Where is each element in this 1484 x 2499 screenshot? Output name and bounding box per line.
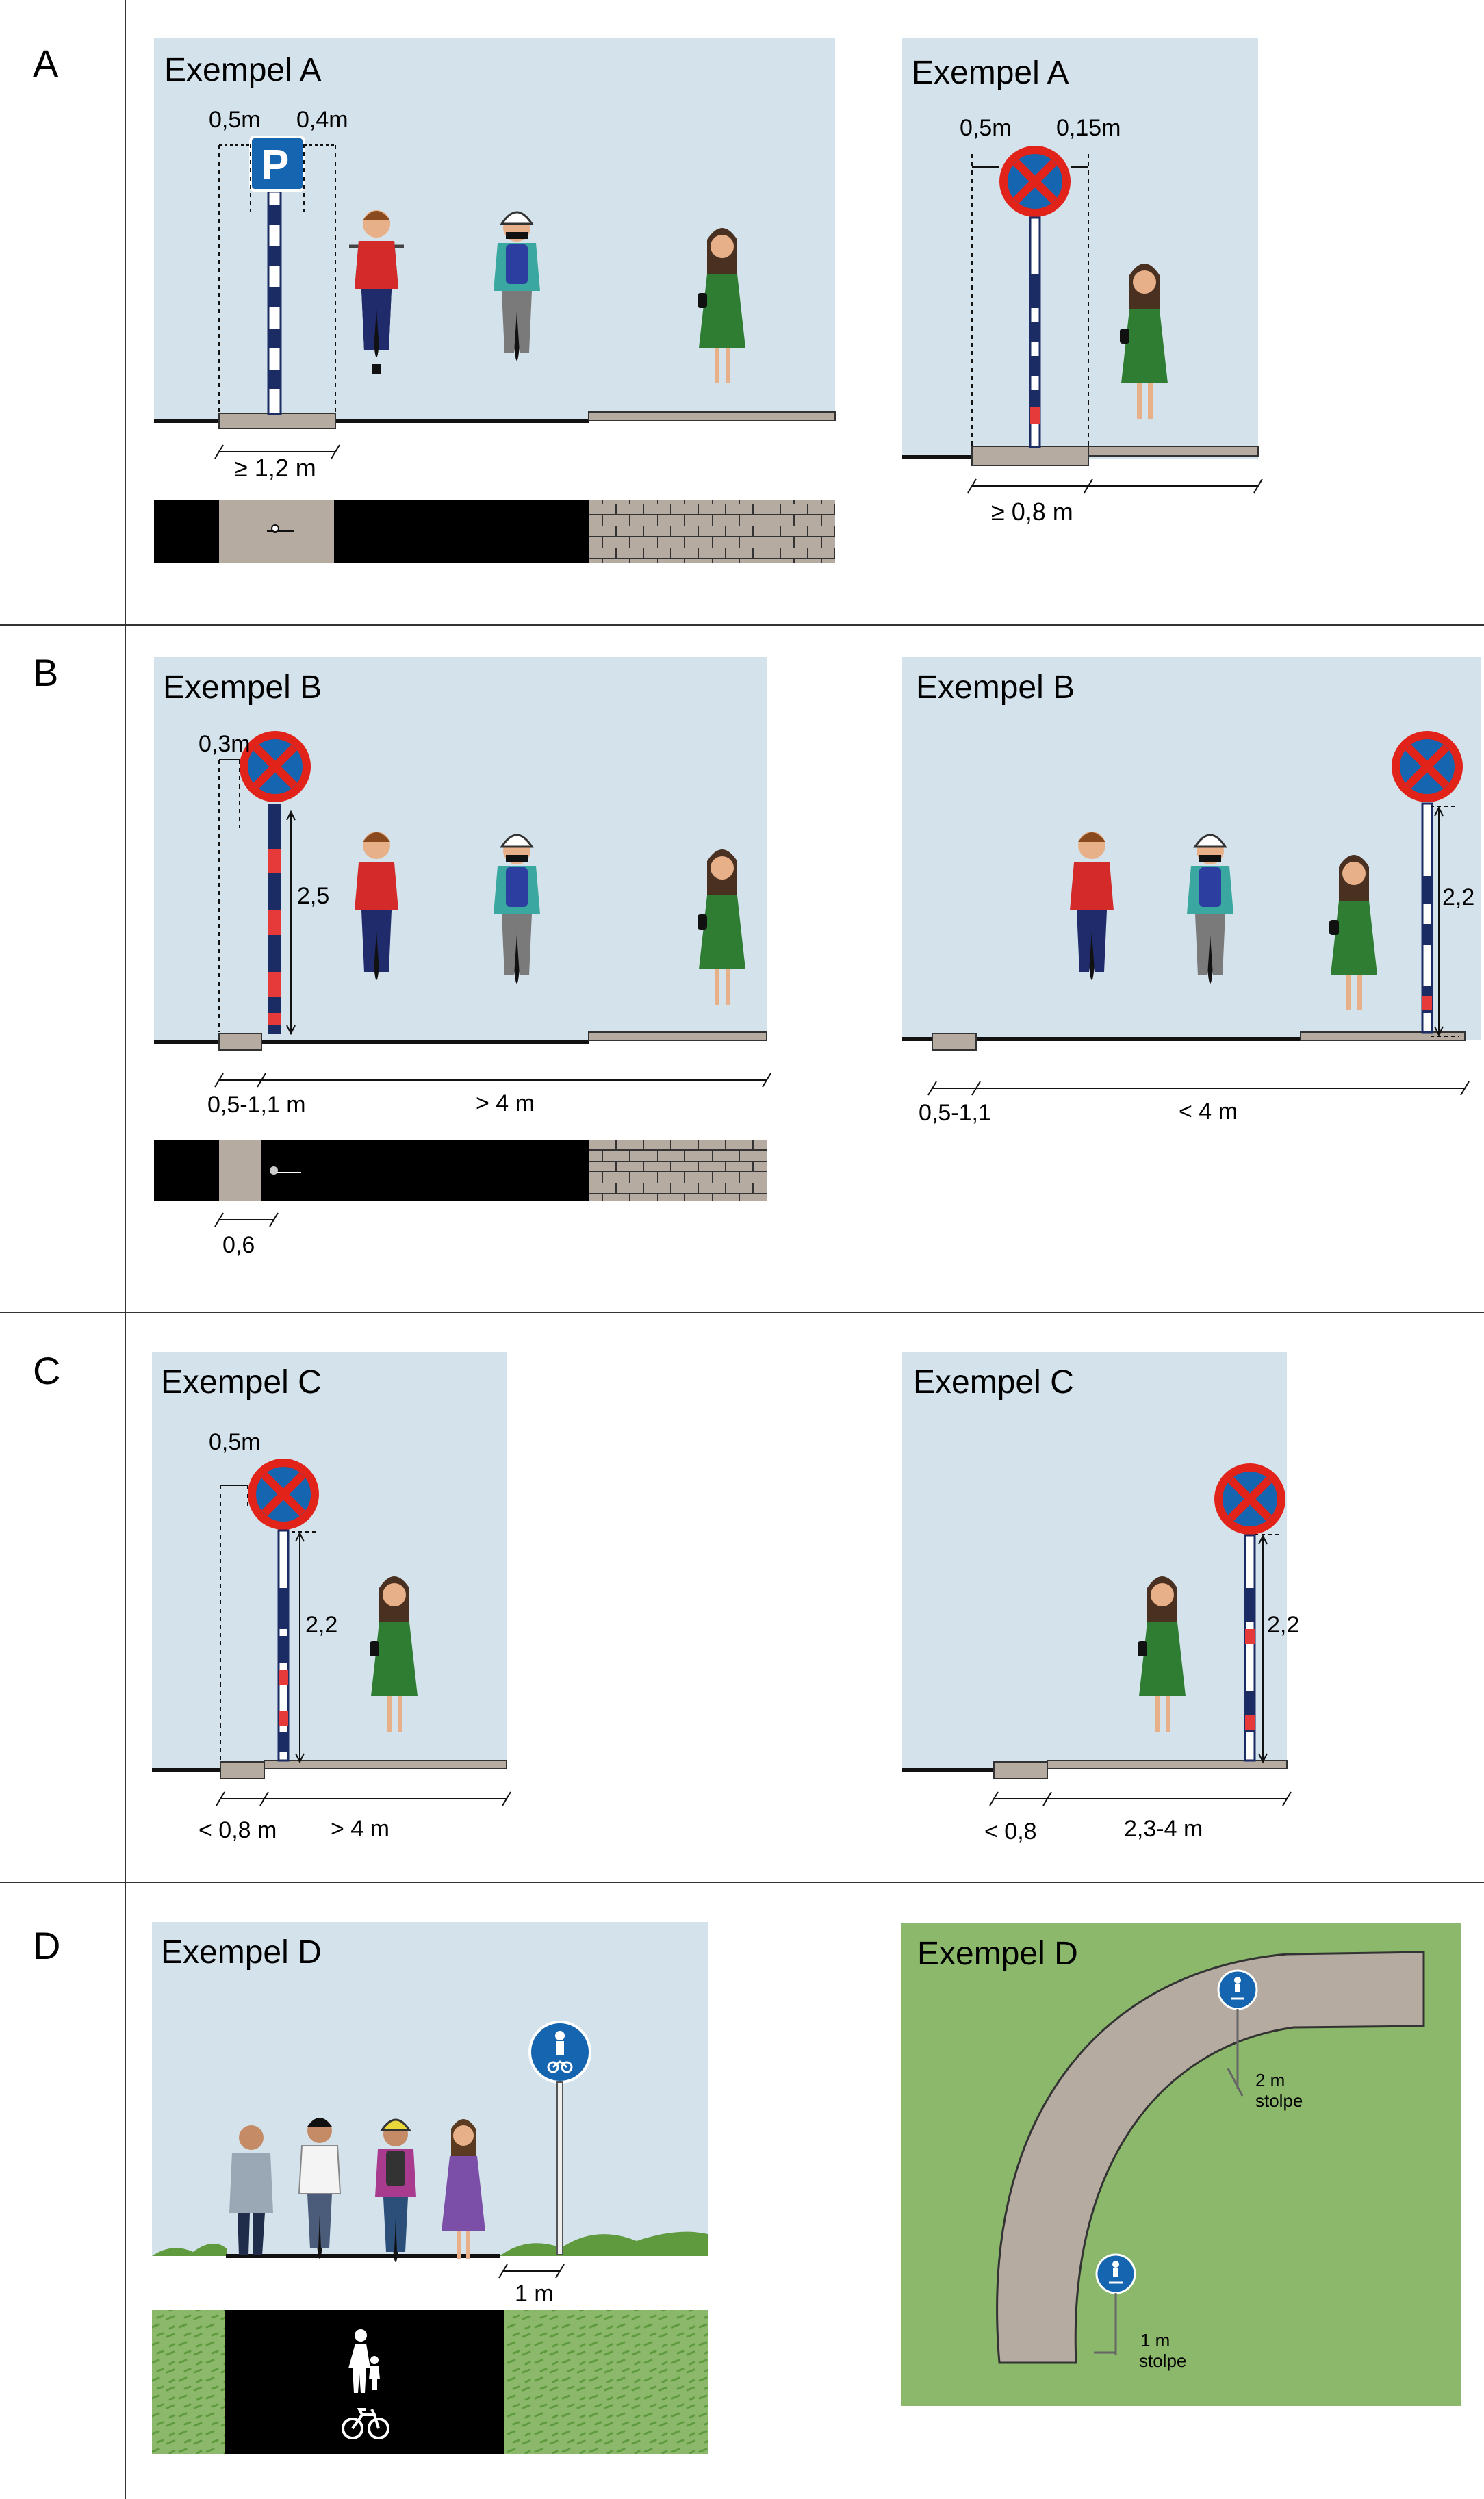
row-label-d: D [33, 1924, 60, 1967]
pole [268, 804, 281, 1034]
panel-title: Exempel B [916, 669, 1075, 706]
pedestrian-child-marking-icon [348, 2329, 380, 2393]
panel-title: Exempel C [913, 1364, 1074, 1400]
plan-view [152, 2310, 708, 2454]
panel-title: Exempel A [912, 55, 1069, 91]
pedestrian-green-dress [370, 1576, 418, 1732]
dim-offset: 0,5m [209, 1429, 261, 1455]
pedestrian-green-dress [1138, 1576, 1186, 1732]
pole [1244, 1534, 1256, 1762]
svg-text:P: P [261, 142, 289, 189]
cyclist-helmet-backpack [375, 2118, 416, 2262]
pole [277, 1529, 290, 1762]
dim-plan: 0,6 [222, 1232, 255, 1258]
cyclist-helmet-backpack [494, 834, 540, 984]
row-label-b: B [33, 651, 58, 694]
panel-b-right: Exempel B 2,2 0,5-1,1 < 4 m [902, 657, 1481, 1126]
plan-view [154, 500, 835, 563]
shared-path-sign-icon [528, 2021, 591, 2084]
no-stopping-sign-icon [248, 1459, 319, 1530]
curb [932, 1033, 977, 1051]
dim-curb: 0,5-1,1 m [207, 1092, 306, 1118]
pole [556, 2081, 563, 2255]
curb [218, 413, 336, 429]
curb [220, 1761, 265, 1779]
dim-height: 2,5 [297, 883, 329, 909]
pedestrian-green-dress [1120, 264, 1168, 419]
no-stopping-sign-icon [1392, 731, 1463, 802]
dim-left: 0,5m [960, 115, 1012, 141]
pedestrian-green-dress [698, 228, 745, 383]
shared-path-sign-icon [1217, 1969, 1258, 2010]
dim-offset: 0,3m [199, 731, 251, 757]
no-stopping-sign-icon [1214, 1463, 1285, 1535]
pedestrian-green-dress [698, 849, 745, 1005]
sidewalk [1300, 1031, 1466, 1041]
pedestrian-grey-jacket [229, 2125, 273, 2255]
curb [218, 1033, 262, 1051]
pedestrian-green-dress [1329, 855, 1377, 1010]
dim-bottom: 1 m [515, 2281, 554, 2307]
panel-c-right: Exempel C 2,2 < 0,8 2,3-4 m [902, 1352, 1299, 1845]
parking-sign-icon: P [249, 136, 305, 192]
cyclist-red-shirt [355, 832, 398, 980]
dim-bottom: ≥ 1,2 m [234, 454, 316, 482]
cyclist-red-shirt [355, 210, 398, 350]
dim-left: 0,5m [209, 107, 261, 133]
dim-road: > 4 m [476, 1090, 535, 1116]
dim-road: > 4 m [331, 1816, 389, 1842]
row-label-a: A [33, 42, 59, 85]
panel-title: Exempel D [917, 1936, 1078, 1972]
panel-a-left: Exempel A P 0,5m 0,4m ≥ 1,2 m [154, 38, 836, 563]
dim-right: 0,4m [296, 107, 348, 133]
panel-title: Exempel B [163, 669, 322, 706]
panel-a-right: Exempel A 0,5m 0,15m ≥ 0,8 m [902, 38, 1263, 526]
panel-d-left: Exempel D 1 m [152, 1922, 708, 2454]
dim-height: 2,2 [305, 1612, 337, 1638]
bicycle-marking-icon [342, 2408, 389, 2439]
panel-title: Exempel C [161, 1364, 322, 1400]
cyclist-white-shirt [298, 2118, 342, 2259]
panel-title: Exempel D [161, 1934, 322, 1971]
panel-c-left: Exempel C 0,5m 2,2 < 0,8 m > 4 m [152, 1352, 511, 1843]
dim-road: 2,3-4 m [1124, 1816, 1203, 1842]
panel-title: Exempel A [164, 52, 321, 88]
panel-d-right: Exempel D 2 m stolpe 1 m stolpe [901, 1923, 1461, 2406]
dim-curb: < 0,8 [984, 1819, 1037, 1845]
dim-road: < 4 m [1179, 1099, 1238, 1125]
cyclist-red-shirt [1070, 832, 1114, 980]
panel-b-left: Exempel B 0,3m 2,5 0,5-1,1 m > 4 m [154, 657, 771, 1258]
label-bottom-2: stolpe [1139, 2350, 1186, 2371]
label-top-2: stolpe [1255, 2090, 1303, 2111]
dim-height: 2,2 [1442, 884, 1474, 910]
sidewalk [588, 411, 836, 421]
label-top-1: 2 m [1255, 2070, 1285, 2090]
pedestrian-purple-dress [442, 2119, 485, 2259]
curb [971, 446, 1089, 466]
curved-path [996, 1951, 1425, 2364]
cyclist-helmet-backpack [1187, 834, 1233, 984]
sidewalk [264, 1760, 507, 1769]
dim-height: 2,2 [1267, 1612, 1299, 1638]
sidewalk [1088, 446, 1259, 457]
dim-curb: 0,5-1,1 [919, 1100, 991, 1126]
pole [1421, 802, 1433, 1034]
no-stopping-sign-icon [240, 731, 311, 802]
shared-path-sign-icon [1095, 2253, 1136, 2294]
curb [993, 1761, 1048, 1779]
sidewalk [1047, 1760, 1288, 1769]
dim-bottom: ≥ 0,8 m [991, 498, 1073, 526]
dim-curb: < 0,8 m [199, 1817, 277, 1843]
row-label-c: C [33, 1349, 60, 1392]
no-stopping-sign-icon [999, 146, 1071, 217]
pole [1029, 216, 1041, 448]
parking-sign-pole [267, 190, 282, 415]
plan-view [154, 1140, 767, 1201]
sidewalk [588, 1031, 767, 1041]
dim-right: 0,15m [1056, 115, 1121, 141]
cyclist-helmet-backpack [494, 211, 540, 361]
label-bottom-1: 1 m [1140, 2330, 1170, 2350]
